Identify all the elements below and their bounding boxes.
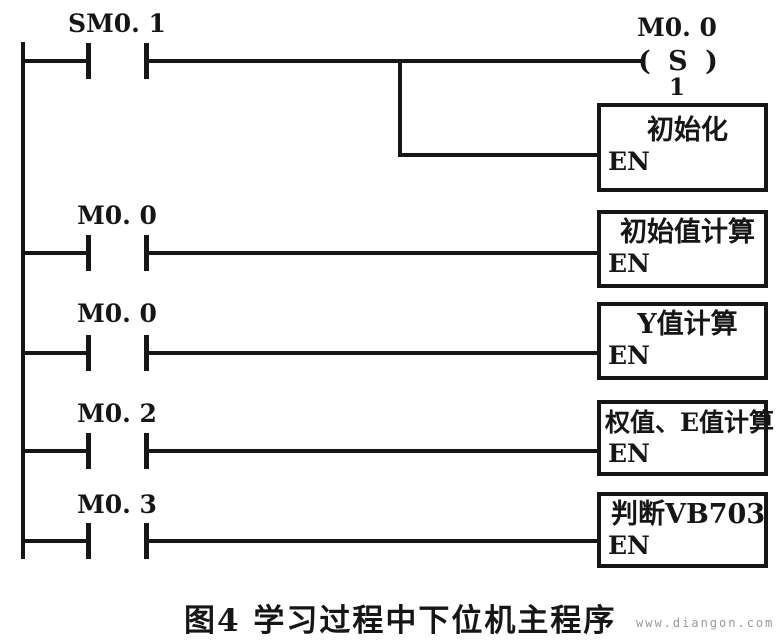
enable-input-label: EN bbox=[608, 341, 650, 370]
contact-label: SM0. 1 bbox=[68, 9, 166, 38]
contact-label: M0. 0 bbox=[77, 299, 157, 328]
contact-bar bbox=[86, 523, 91, 559]
function-box-y-value-calc: Y值计算 EN bbox=[597, 302, 768, 380]
function-box-initial-value-calc: 初始值计算 EN bbox=[597, 210, 768, 288]
rung3-wire-left bbox=[21, 351, 88, 355]
watermark-text: www.diangon.com bbox=[636, 616, 775, 630]
function-box-init: 初始化 EN bbox=[597, 103, 768, 192]
contact-bar bbox=[86, 43, 91, 79]
contact-label: M0. 3 bbox=[77, 490, 157, 519]
rung1-wire-left bbox=[21, 59, 88, 63]
function-box-title: 判断VB703 bbox=[611, 499, 766, 530]
contact-bar bbox=[86, 335, 91, 371]
left-power-rail bbox=[21, 42, 25, 559]
rung4-wire-right bbox=[149, 449, 597, 453]
set-coil-symbol: ( S ) bbox=[638, 46, 722, 77]
set-coil-operand: 1 bbox=[668, 74, 685, 101]
function-box-title: 初始化 bbox=[647, 115, 728, 146]
contact-bar bbox=[144, 433, 149, 469]
enable-input-label: EN bbox=[608, 249, 650, 278]
rung5-wire-right bbox=[149, 539, 597, 543]
figure-caption: 图4 学习过程中下位机主程序 bbox=[184, 603, 617, 639]
contact-bar bbox=[144, 335, 149, 371]
enable-input-label: EN bbox=[608, 531, 650, 560]
enable-input-label: EN bbox=[608, 147, 650, 176]
branch-wire-horizontal bbox=[398, 153, 597, 157]
function-box-weight-e-value-calc: 权值、E值计算 EN bbox=[597, 400, 775, 476]
coil-address-label: M0. 0 bbox=[637, 13, 717, 42]
rung3-wire-right bbox=[149, 351, 597, 355]
contact-bar bbox=[144, 523, 149, 559]
contact-label: M0. 2 bbox=[77, 399, 157, 428]
rung2-wire-right bbox=[149, 251, 597, 255]
contact-bar bbox=[86, 235, 91, 271]
rung1-wire-right bbox=[149, 59, 642, 63]
enable-input-label: EN bbox=[608, 439, 650, 468]
rung5-wire-left bbox=[21, 539, 88, 543]
rung4-wire-left bbox=[21, 449, 88, 453]
contact-bar bbox=[86, 433, 91, 469]
function-box-title: Y值计算 bbox=[637, 309, 738, 340]
function-box-title: 初始值计算 bbox=[620, 217, 755, 248]
function-box-title: 权值、E值计算 bbox=[605, 408, 775, 437]
branch-wire-vertical bbox=[398, 59, 402, 157]
contact-bar bbox=[144, 43, 149, 79]
contact-label: M0. 0 bbox=[77, 201, 157, 230]
rung2-wire-left bbox=[21, 251, 88, 255]
function-box-judge-vb703: 判断VB703 EN bbox=[597, 492, 768, 568]
contact-bar bbox=[144, 235, 149, 271]
